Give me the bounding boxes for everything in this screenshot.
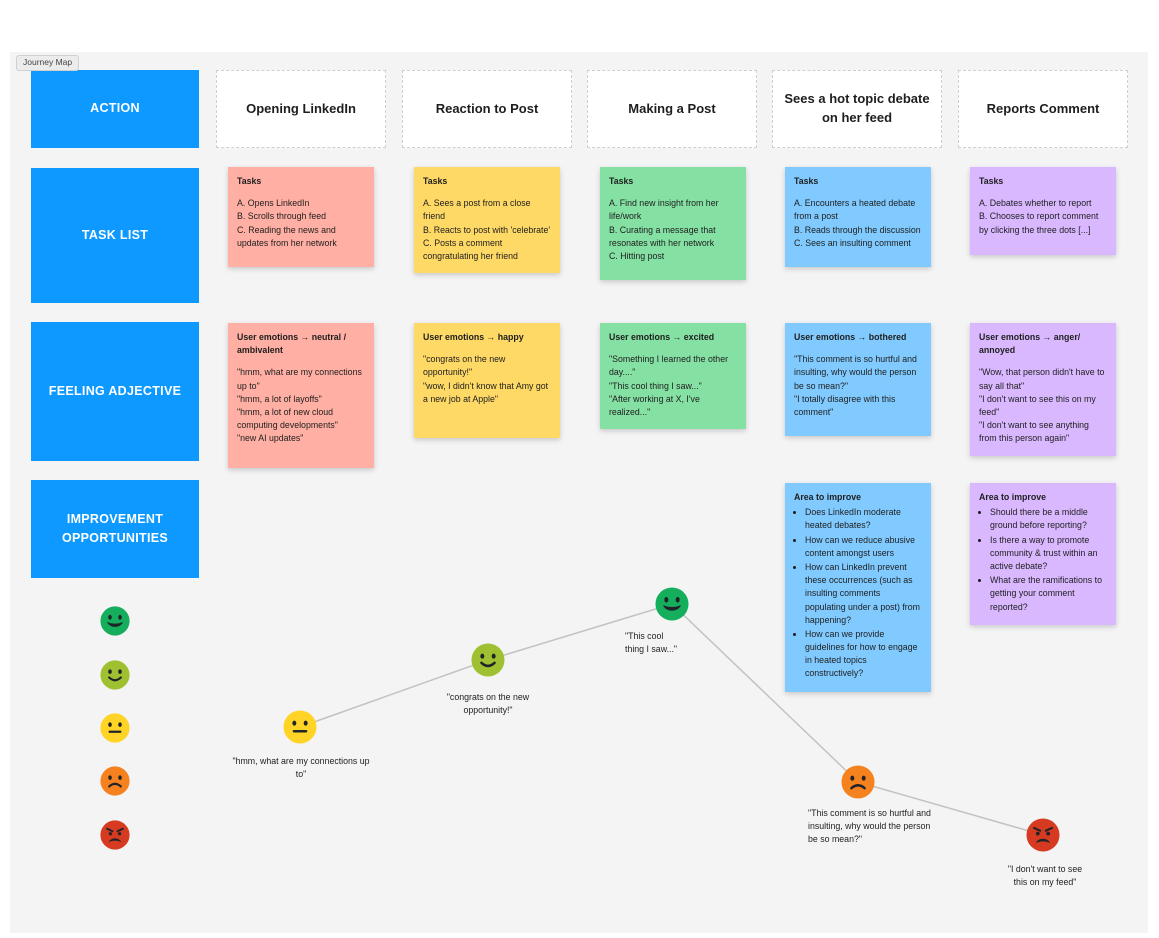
emotion-scale-sad[interactable] (100, 766, 130, 796)
curve-point-very-happy[interactable] (655, 587, 689, 621)
curve-point-angry[interactable] (1026, 818, 1060, 852)
column-header-label: Reaction to Post (435, 100, 539, 116)
column-header-label: Reports Comment (986, 100, 1100, 116)
column-header-label: Opening LinkedIn (246, 100, 356, 116)
sticky-body: "congrats on the new opportunity!" "wow,… (423, 354, 549, 404)
sticky-tasks-making-a-post[interactable]: Tasks A. Find new insight from her life/… (600, 167, 746, 280)
sticky-title: User emotions → bothered (794, 332, 907, 342)
column-header-hot-topic-debate[interactable]: Sees a hot topic debate on her feed (772, 70, 942, 148)
sticky-title: User emotions → excited (609, 332, 715, 342)
column-header-making-a-post[interactable]: Making a Post (587, 70, 757, 148)
section-tag[interactable]: Journey Map (16, 55, 80, 71)
emoji-very-happy-icon (655, 587, 689, 621)
emoji-neutral-icon (283, 710, 317, 744)
emotion-scale-angry[interactable] (100, 820, 130, 850)
row-header-label: FEELING ADJECTIVE (48, 383, 182, 398)
column-header-reaction-to-post[interactable]: Reaction to Post (402, 70, 572, 148)
curve-caption-angry[interactable]: "I don't want to see this on my feed" (1007, 864, 1083, 887)
column-header-opening-linkedin[interactable]: Opening LinkedIn (216, 70, 386, 148)
sticky-body: "Wow, that person didn't have to say all… (979, 367, 1105, 444)
sticky-improve-reports-comment[interactable]: Area to improve Should there be a middle… (970, 483, 1116, 625)
emoji-angry-icon (100, 820, 130, 850)
sticky-feeling-hot-topic-debate[interactable]: User emotions → bothered "This comment i… (785, 323, 931, 436)
sticky-body: "Something I learned the other day...." … (609, 354, 729, 417)
sticky-feeling-reports-comment[interactable]: User emotions → anger/ annoyed "Wow, tha… (970, 323, 1116, 456)
sticky-tasks-hot-topic-debate[interactable]: Tasks A. Encounters a heated debate from… (785, 167, 931, 267)
emoji-neutral-icon (100, 713, 130, 743)
emotion-scale-neutral[interactable] (100, 713, 130, 743)
column-header-reports-comment[interactable]: Reports Comment (958, 70, 1128, 148)
sticky-bullet-list: Does LinkedIn moderate heated debates?Ho… (794, 506, 922, 680)
emoji-happy-icon (100, 660, 130, 690)
sticky-feeling-opening-linkedin[interactable]: User emotions → neutral / ambivalent "hm… (228, 323, 374, 468)
sticky-title: User emotions → neutral / ambivalent (237, 332, 347, 356)
curve-point-neutral[interactable] (283, 710, 317, 744)
row-header-task-list[interactable]: TASK LIST (31, 168, 199, 303)
sticky-body: "hmm, what are my connections up to" "hm… (237, 367, 362, 444)
sticky-body: "This comment is so hurtful and insultin… (794, 354, 917, 417)
curve-caption-happy[interactable]: "congrats on the new opportunity!" (446, 692, 530, 715)
row-header-label: IMPROVEMENT OPPORTUNITIES (62, 511, 168, 545)
row-header-improvement-opportunities[interactable]: IMPROVEMENT OPPORTUNITIES (31, 480, 199, 578)
sticky-title: Tasks (423, 176, 448, 186)
row-header-label: TASK LIST (81, 227, 149, 242)
sticky-feeling-making-a-post[interactable]: User emotions → excited "Something I lea… (600, 323, 746, 430)
sticky-body: A. Sees a post from a close friend B. Re… (423, 198, 551, 261)
emoji-very-happy-icon (100, 606, 130, 636)
sticky-title: Tasks (237, 176, 262, 186)
sticky-body: A. Encounters a heated debate from a pos… (794, 198, 921, 248)
row-header-label: ACTION (90, 101, 140, 116)
sticky-title: User emotions → anger/ annoyed (979, 332, 1081, 356)
sticky-body: A. Debates whether to report B. Chooses … (979, 198, 1099, 235)
sticky-tasks-reports-comment[interactable]: Tasks A. Debates whether to report B. Ch… (970, 167, 1116, 255)
emoji-happy-icon (471, 643, 505, 677)
sticky-body: A. Opens LinkedIn B. Scrolls through fee… (237, 198, 337, 248)
curve-caption-neutral[interactable]: "hmm, what are my connections up to" (232, 756, 370, 779)
curve-point-happy[interactable] (471, 643, 505, 677)
sticky-title: User emotions → happy (423, 332, 524, 342)
sticky-title: Area to improve (794, 492, 861, 502)
column-header-label: Sees a hot topic debate on her feed (784, 91, 930, 125)
sticky-improve-hot-topic-debate[interactable]: Area to improve Does LinkedIn moderate h… (785, 483, 931, 692)
sticky-title: Tasks (979, 176, 1004, 186)
sticky-bullet-list: Should there be a middle ground before r… (979, 506, 1107, 614)
sticky-tasks-reaction-to-post[interactable]: Tasks A. Sees a post from a close friend… (414, 167, 560, 274)
row-header-action[interactable]: ACTION (31, 70, 199, 148)
emoji-sad-icon (841, 765, 875, 799)
sticky-tasks-opening-linkedin[interactable]: Tasks A. Opens LinkedIn B. Scrolls throu… (228, 167, 374, 267)
curve-caption-very-happy[interactable]: "This cool thing I saw..." (625, 631, 678, 654)
emoji-angry-icon (1026, 818, 1060, 852)
emotion-scale-very-happy[interactable] (100, 606, 130, 636)
emoji-sad-icon (100, 766, 130, 796)
curve-caption-sad[interactable]: "This comment is so hurtful and insultin… (808, 808, 931, 844)
sticky-title: Area to improve (979, 492, 1046, 502)
sticky-feeling-reaction-to-post[interactable]: User emotions → happy "congrats on the n… (414, 323, 560, 438)
sticky-title: Tasks (794, 176, 819, 186)
curve-point-sad[interactable] (841, 765, 875, 799)
row-header-feeling-adjective[interactable]: FEELING ADJECTIVE (31, 322, 199, 461)
sticky-body: A. Find new insight from her life/work B… (609, 198, 719, 261)
column-header-label: Making a Post (628, 100, 716, 116)
sticky-title: Tasks (609, 176, 634, 186)
emotion-scale-happy[interactable] (100, 660, 130, 690)
